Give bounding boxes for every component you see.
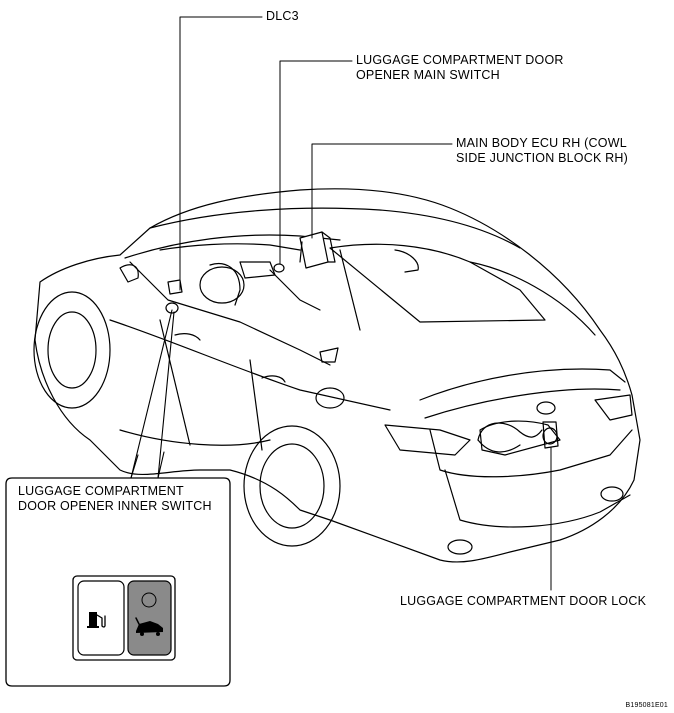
car-trunk-icon (135, 592, 163, 636)
label-main-switch: LUGGAGE COMPARTMENT DOOR OPENER MAIN SWI… (356, 53, 564, 82)
dlc3-connector-icon (165, 279, 183, 314)
figure-code: B195081E01 (625, 702, 668, 709)
label-inner-switch: LUGGAGE COMPARTMENT DOOR OPENER INNER SW… (18, 484, 212, 513)
door-lock-icon (477, 421, 559, 453)
label-dlc3: DLC3 (266, 9, 299, 23)
main-body-ecu-icon (299, 231, 336, 269)
main-switch-icon (273, 263, 285, 273)
switch-panel (72, 575, 176, 661)
label-door-lock: LUGGAGE COMPARTMENT DOOR LOCK (400, 594, 647, 608)
label-main-body-ecu: MAIN BODY ECU RH (COWL SIDE JUNCTION BLO… (456, 136, 628, 165)
leader-lines (130, 16, 552, 591)
fuel-pump-icon (87, 612, 106, 628)
car-body (33, 188, 641, 563)
